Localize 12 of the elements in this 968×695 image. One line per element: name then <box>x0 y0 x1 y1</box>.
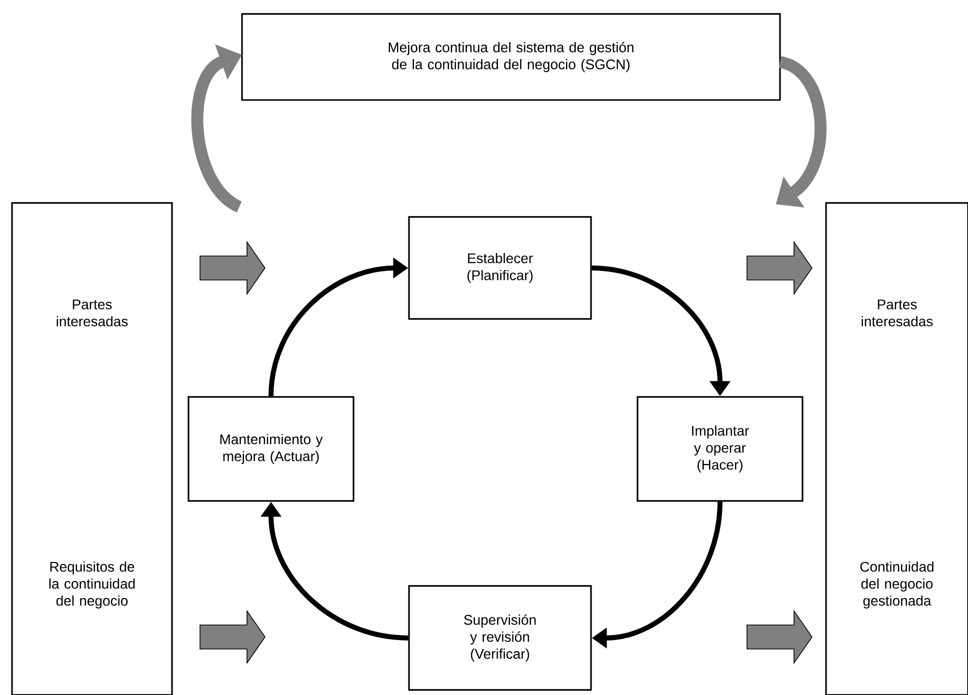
block-arrow <box>746 240 812 296</box>
curved-arrow <box>191 44 242 212</box>
block-arrow <box>200 240 266 296</box>
block-arrow <box>746 610 812 664</box>
block-arrow <box>200 610 266 664</box>
process-box: Implantar y operar (Hacer) <box>636 396 804 502</box>
side-panel: Partes interesadas Continuidad del negocio gestionada <box>825 202 968 695</box>
side-panel: Partes interesadas Requisitos de la continuidad del negocio <box>11 202 173 695</box>
process-box: Supervisión y revisión (Verificar) <box>408 585 592 691</box>
text-box: Mejora continua del sistema de gestión de la continuidad del negocio (SGCN) <box>241 13 781 101</box>
process-box: Establecer (Planificar) <box>408 216 592 320</box>
process-box: Mantenimiento y mejora (Actuar) <box>188 396 354 502</box>
